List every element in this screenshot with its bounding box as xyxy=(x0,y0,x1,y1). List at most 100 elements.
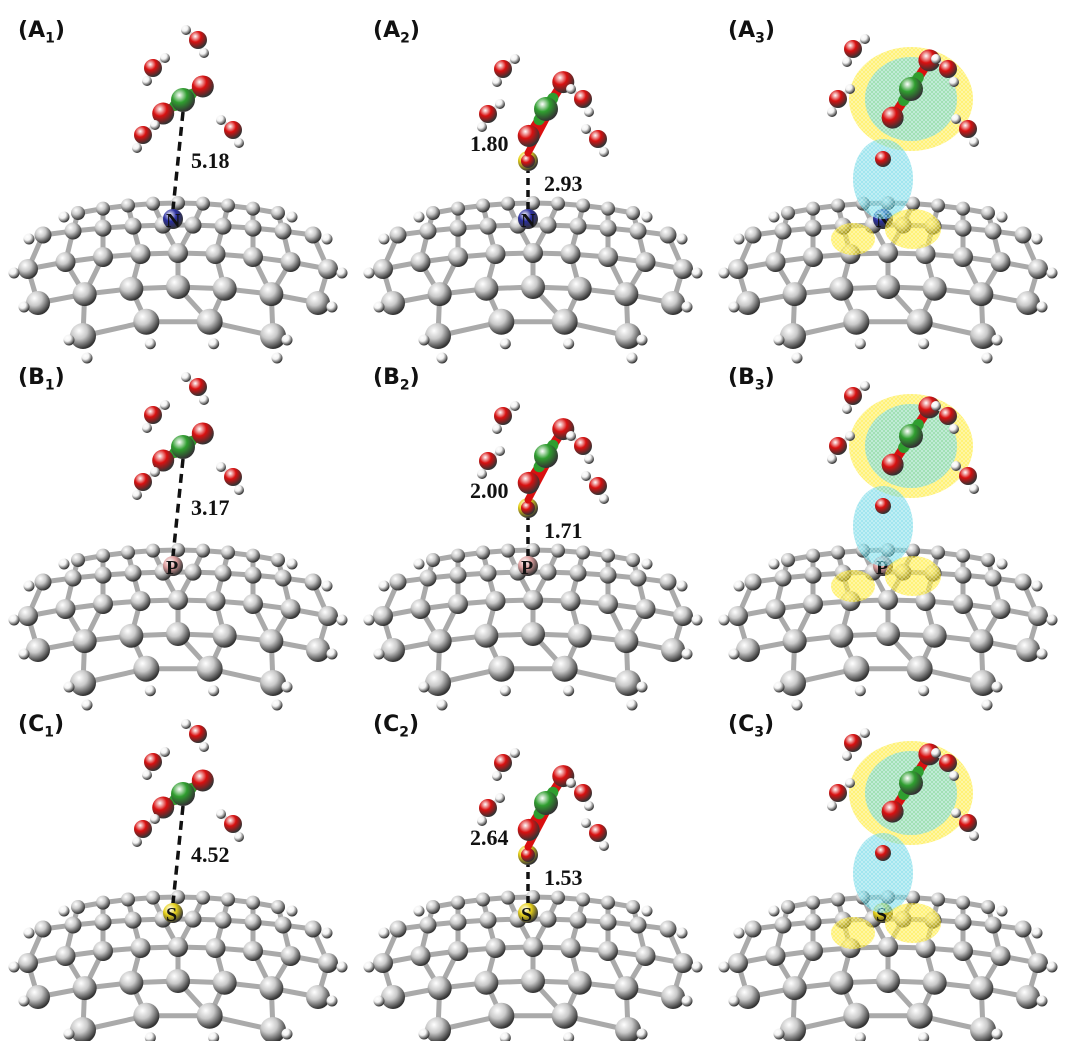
charge-density-positive xyxy=(885,903,941,943)
hydrogen-atom xyxy=(949,77,959,87)
hydrogen-atom xyxy=(160,53,170,63)
carbon-atom xyxy=(479,564,497,582)
water-molecule xyxy=(216,809,244,842)
carbon-atom xyxy=(661,291,685,315)
hydrogen-atom xyxy=(1046,267,1058,279)
hydrogen-atom xyxy=(499,1032,511,1041)
hydrogen-atom xyxy=(281,681,293,693)
hydrogen-atom xyxy=(378,927,390,939)
oxygen-atom xyxy=(574,90,592,108)
carbon-atom xyxy=(146,196,160,211)
carbon-atom xyxy=(635,946,656,966)
carbon-atom xyxy=(782,976,807,1001)
hydrogen-atom xyxy=(234,138,244,148)
carbon-atom xyxy=(205,244,226,264)
hydrogen-atom xyxy=(599,841,609,851)
carbon-atom xyxy=(981,900,995,914)
carbon-atom xyxy=(659,920,677,938)
distance-label: 1.80 xyxy=(470,131,509,156)
graphene-sheet xyxy=(8,543,348,711)
hydrogen-atom xyxy=(326,995,338,1007)
carbon-atom xyxy=(133,655,160,682)
carbon-atom xyxy=(560,938,581,958)
hydrogen-atom xyxy=(181,719,191,729)
hydrogen-atom xyxy=(286,558,298,570)
carbon-atom xyxy=(601,548,615,563)
hydrogen-atom xyxy=(827,454,837,464)
hydrogen-atom xyxy=(58,905,70,917)
water-molecule xyxy=(951,461,979,494)
carbon-atom xyxy=(72,976,97,1001)
hydrogen-atom xyxy=(969,484,979,494)
panel-label: (B3) xyxy=(728,365,775,394)
carbon-atom xyxy=(381,291,405,315)
charge-density-positive xyxy=(831,570,875,602)
hydrogen-atom xyxy=(918,338,930,350)
carbon-atom xyxy=(615,1017,641,1041)
oxygen-atom xyxy=(829,437,847,455)
carbon-atom xyxy=(569,217,587,235)
hydrogen-atom xyxy=(499,338,511,350)
dopant-atom: P xyxy=(518,556,538,579)
hydrogen-atom xyxy=(931,748,941,758)
carbon-atom xyxy=(306,638,330,662)
molecule-render: P1.712.00 xyxy=(363,401,703,711)
hydrogen-atom xyxy=(676,580,688,592)
carbon-atom xyxy=(304,226,322,244)
carbon-atom xyxy=(34,920,52,938)
hydrogen-atom xyxy=(768,905,780,917)
carbon-atom xyxy=(94,913,112,931)
water-molecule xyxy=(931,748,959,781)
carbon-atom xyxy=(954,219,972,237)
hydrogen-atom xyxy=(1031,927,1043,939)
hydrogen-atom xyxy=(492,77,502,87)
carbon-atom xyxy=(803,594,823,614)
charge-density-negative xyxy=(853,833,913,913)
water-molecule xyxy=(951,808,979,841)
carbon-atom xyxy=(804,566,822,584)
hydrogen-atom xyxy=(418,1028,430,1040)
carbon-atom xyxy=(280,599,301,619)
carbon-atom xyxy=(659,573,677,591)
oxygen-atom xyxy=(152,102,175,125)
oxygen-atom xyxy=(844,387,862,405)
hydrogen-atom xyxy=(791,699,803,711)
water-molecule xyxy=(492,54,520,87)
carbon-atom xyxy=(196,1002,223,1029)
carbon-atom xyxy=(661,638,685,662)
hydrogen-atom xyxy=(827,107,837,117)
hydrogen-atom xyxy=(768,558,780,570)
carbon-atom xyxy=(954,913,972,931)
carbon-atom xyxy=(244,566,262,584)
hydrogen-atom xyxy=(996,905,1008,917)
hydrogen-atom xyxy=(991,681,1003,693)
hydrogen-atom xyxy=(860,381,870,391)
hydrogen-atom xyxy=(563,685,575,697)
hydrogen-atom xyxy=(321,927,333,939)
carbon-atom xyxy=(956,895,970,910)
carbon-atom xyxy=(381,638,405,662)
carbon-atom xyxy=(70,670,96,696)
oxygen-atom xyxy=(939,754,957,772)
molecule-render: P xyxy=(718,381,1058,711)
hydrogen-atom xyxy=(18,301,30,313)
carbon-atom xyxy=(212,276,237,301)
oxygen-atom xyxy=(134,473,152,491)
hydrogen-atom xyxy=(199,395,209,405)
molecule-render: P3.17 xyxy=(8,372,348,711)
hydrogen-atom xyxy=(321,580,333,592)
hydrogen-atom xyxy=(363,267,375,279)
carbon-atom xyxy=(661,985,685,1009)
carbon-atom xyxy=(26,985,50,1009)
oxygen-atom xyxy=(494,754,512,772)
oxygen-atom xyxy=(152,449,175,472)
water-molecule xyxy=(827,778,855,811)
distance-label: 4.52 xyxy=(191,842,230,867)
dopant-symbol: P xyxy=(521,557,533,579)
carbon-atom xyxy=(474,276,499,301)
hydrogen-atom xyxy=(160,747,170,757)
oxygen-atom xyxy=(224,815,242,833)
carbon-atom xyxy=(425,1017,451,1041)
hydrogen-atom xyxy=(691,614,703,626)
